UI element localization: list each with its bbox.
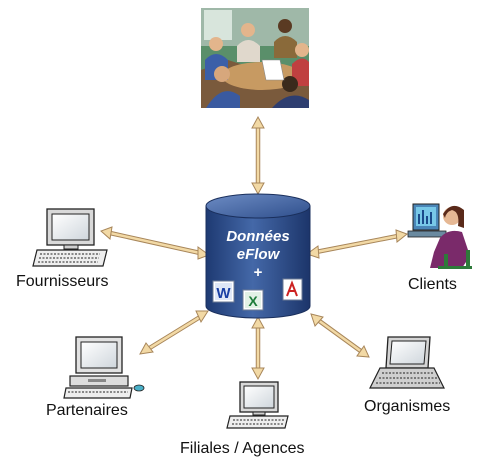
pdf-icon	[282, 278, 303, 301]
arrow-clients	[305, 229, 409, 259]
label-filiales: Filiales / Agences	[180, 440, 305, 457]
arrow-meeting	[251, 115, 265, 196]
arrow-organismes	[310, 313, 370, 358]
center-line1: Données	[226, 228, 289, 245]
arrow-partenaires	[139, 310, 209, 355]
center-line2: eFlow	[237, 246, 281, 263]
filiales-computer-icon	[226, 381, 289, 429]
partenaires-computer-icon	[63, 336, 145, 399]
arrow-filiales	[251, 315, 265, 381]
meeting-illustration	[201, 8, 309, 108]
organismes-laptop-icon	[369, 336, 445, 389]
database-cylinder: Données eFlow + W X	[205, 193, 311, 319]
arrow-fournisseurs	[100, 226, 211, 260]
label-partenaires: Partenaires	[46, 402, 128, 419]
svg-text:W: W	[216, 285, 231, 302]
label-fournisseurs: Fournisseurs	[16, 273, 109, 290]
word-icon: W	[212, 280, 235, 303]
center-line3: +	[254, 264, 263, 281]
label-clients: Clients	[408, 276, 457, 293]
label-organismes: Organismes	[364, 398, 451, 415]
fournisseurs-computer-icon	[32, 208, 108, 267]
arrows	[100, 115, 409, 381]
svg-text:X: X	[248, 293, 258, 309]
excel-icon: X	[242, 289, 264, 311]
clients-woman-computer-icon	[407, 203, 472, 269]
